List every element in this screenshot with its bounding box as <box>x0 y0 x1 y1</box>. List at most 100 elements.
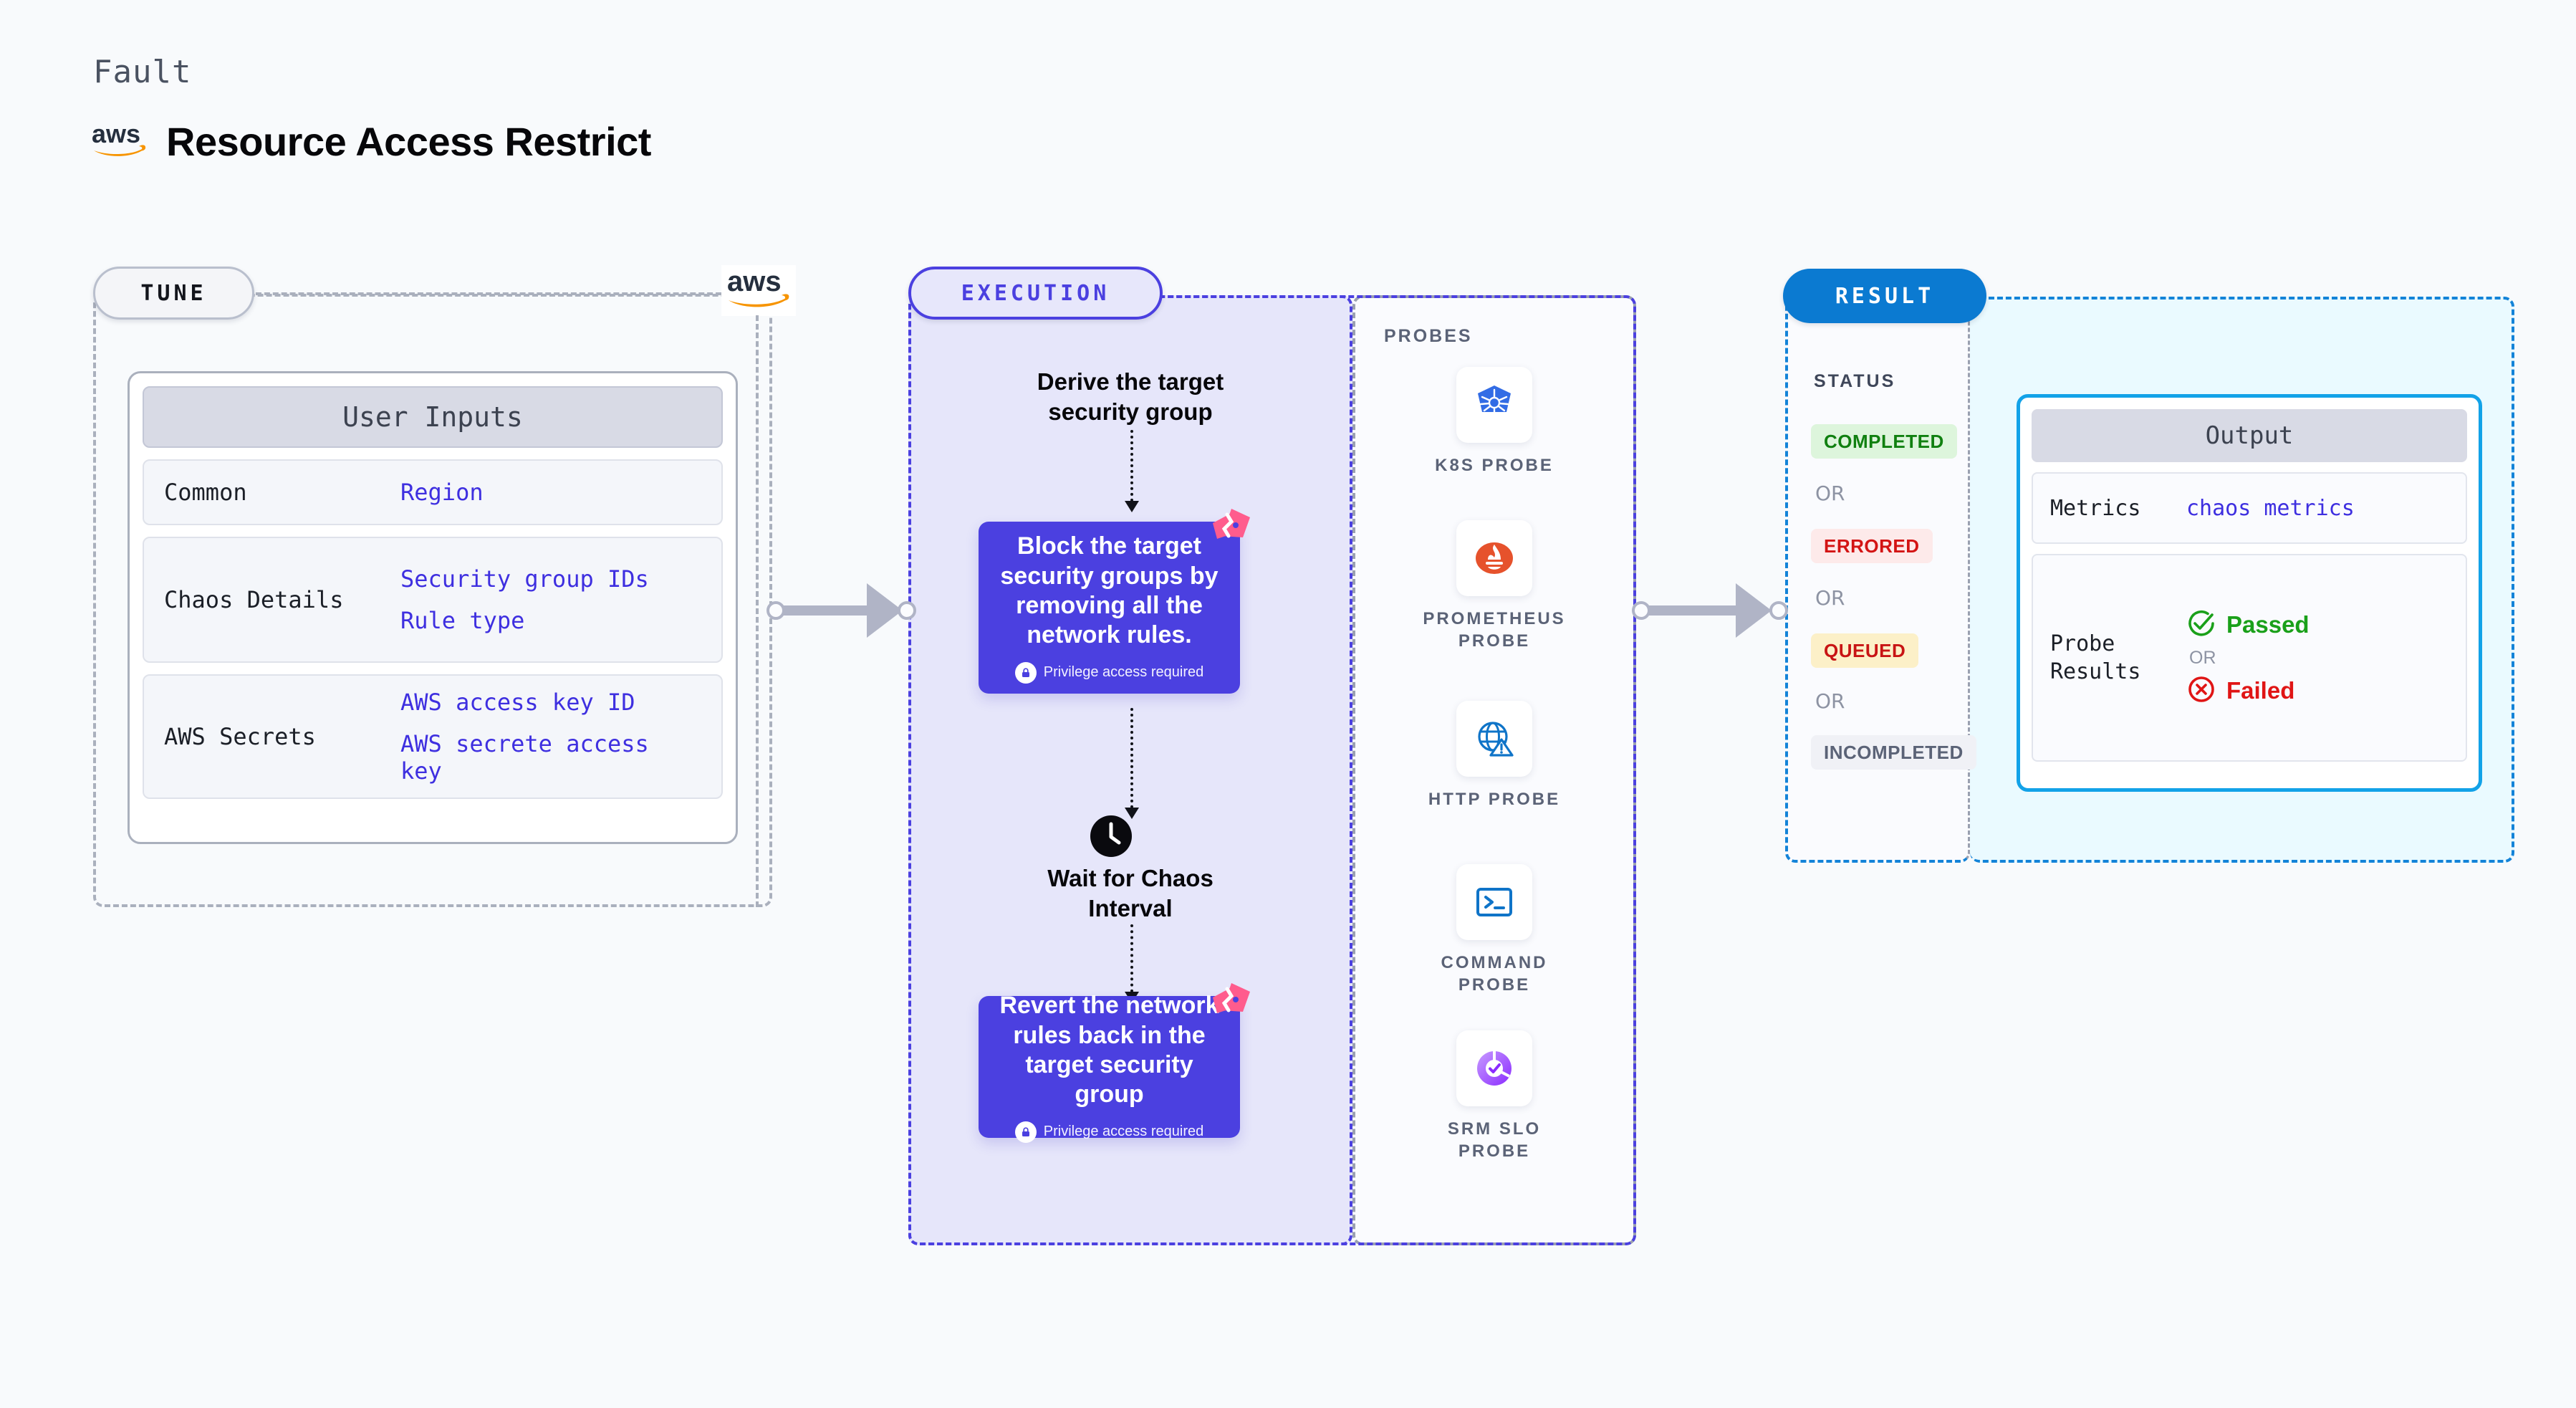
connector-end-dot <box>898 601 916 620</box>
probe-label: COMMAND PROBE <box>1441 953 1548 995</box>
privilege-text: Privilege access required <box>1043 664 1204 681</box>
connector-tune-to-execution <box>766 580 917 641</box>
check-circle-icon <box>2186 608 2216 642</box>
probe-tile <box>1456 864 1532 940</box>
tune-value[interactable]: AWS secrete access key <box>400 730 649 785</box>
tune-row-values: Security group IDs Rule type <box>400 565 649 634</box>
probe-result-failed: Failed <box>2186 674 2310 708</box>
status-or-1: OR <box>1815 482 1845 505</box>
flow-arrow-2 <box>1125 708 1139 819</box>
tune-badge[interactable]: TUNE <box>93 267 254 320</box>
page-title-row: aws Resource Access Restrict <box>92 118 651 165</box>
tune-value[interactable]: Rule type <box>400 607 525 634</box>
tune-value[interactable]: Security group IDs <box>400 565 649 593</box>
probes-label: PROBES <box>1384 326 1473 346</box>
svg-text:aws: aws <box>92 121 140 148</box>
terminal-icon <box>1476 888 1512 916</box>
probe-tile <box>1456 520 1532 596</box>
probe-label: SRM SLO PROBE <box>1447 1119 1542 1162</box>
privilege-text: Privilege access required <box>1043 1124 1204 1140</box>
status-or-2: OR <box>1815 586 1845 610</box>
execution-card-revert-network-rules[interactable]: Revert the network rules back in the tar… <box>979 983 1250 1143</box>
output-row-value[interactable]: chaos metrics <box>2186 495 2355 521</box>
output-row-label: Metrics <box>2050 495 2141 521</box>
passed-label: Passed <box>2226 611 2310 638</box>
tune-row-values: AWS access key ID AWS secrete access key <box>400 689 701 785</box>
tune-row-common[interactable]: Common Region <box>143 459 723 525</box>
flow-arrow-1 <box>1125 430 1139 512</box>
status-or-3: OR <box>1815 689 1845 713</box>
tune-value[interactable]: AWS access key ID <box>400 689 635 716</box>
http-globe-icon <box>1478 722 1514 757</box>
connector-end-dot <box>1769 601 1788 620</box>
output-row-metrics[interactable]: Metrics chaos metrics <box>2032 472 2467 544</box>
probe-item-prometheus[interactable]: PROMETHEUS PROBE <box>1387 520 1602 652</box>
probe-tile <box>1456 701 1532 777</box>
tune-row-label: Common <box>164 479 247 506</box>
result-badge[interactable]: RESULT <box>1783 269 1986 323</box>
harness-logo-icon <box>1210 507 1251 551</box>
aws-logo-icon: aws <box>92 119 148 162</box>
connector-arrowhead <box>1736 583 1772 638</box>
execution-card-title: Revert the network rules back in the tar… <box>999 992 1219 1108</box>
probe-item-command[interactable]: COMMAND PROBE <box>1387 864 1602 996</box>
tune-value[interactable]: Region <box>400 479 484 506</box>
execution-card-privilege-note: Privilege access required <box>1014 1121 1204 1143</box>
tune-row-aws-secrets[interactable]: AWS Secrets AWS access key ID AWS secret… <box>143 674 723 799</box>
execution-card-privilege-note: Privilege access required <box>1014 661 1204 684</box>
clock-icon <box>1090 815 1132 861</box>
probe-item-srm-slo[interactable]: SRM SLO PROBE <box>1387 1030 1602 1162</box>
tune-panel <box>93 294 772 907</box>
execution-wait-label: Wait for Chaos Interval <box>1047 865 1213 922</box>
tune-row-chaos-details[interactable]: Chaos Details Security group IDs Rule ty… <box>143 537 723 663</box>
tune-aws-logo-icon: aws <box>721 265 796 316</box>
tune-row-values: Region <box>400 479 484 506</box>
cross-circle-icon <box>2186 674 2216 708</box>
output-card: Output Metrics chaos metrics Probe Resul… <box>2017 394 2482 792</box>
execution-step-derive-label: Derive the target security group <box>1037 368 1224 426</box>
probe-tile <box>1456 1030 1532 1106</box>
probe-label: PROMETHEUS PROBE <box>1423 609 1566 651</box>
status-badge-incompleted: INCOMPLETED <box>1811 735 1976 770</box>
harness-logo-icon <box>1210 982 1251 1025</box>
page-kicker: Fault <box>93 54 192 90</box>
tune-right-divider <box>756 315 759 907</box>
output-card-title: Output <box>2032 409 2467 462</box>
output-row-label: Probe Results <box>2050 631 2141 684</box>
execution-card-title: Block the target security groups by remo… <box>1000 532 1219 649</box>
connector-line <box>775 605 883 616</box>
connector-line <box>1640 605 1751 616</box>
probe-label: K8S PROBE <box>1435 456 1554 475</box>
probe-item-k8s[interactable]: K8S PROBE <box>1387 367 1602 476</box>
failed-label: Failed <box>2226 677 2295 704</box>
srm-slo-icon <box>1477 1051 1512 1086</box>
tune-badge-connector <box>256 292 721 295</box>
status-badge-completed: COMPLETED <box>1811 424 1957 459</box>
user-inputs-title: User Inputs <box>143 386 723 448</box>
probe-tile <box>1456 367 1532 443</box>
lock-icon <box>1014 1121 1037 1143</box>
prometheus-icon <box>1476 542 1513 574</box>
probe-item-http[interactable]: HTTP PROBE <box>1387 701 1602 810</box>
page-title: Resource Access Restrict <box>166 119 651 164</box>
connector-start-dot <box>1632 601 1650 620</box>
connector-start-dot <box>766 601 785 620</box>
execution-card-block-security-groups[interactable]: Block the target security groups by remo… <box>979 509 1250 694</box>
execution-badge[interactable]: EXECUTION <box>908 267 1163 320</box>
tune-row-label: Chaos Details <box>164 586 344 613</box>
user-inputs-card: User Inputs Common Region Chaos Details … <box>128 371 738 844</box>
probe-result-values: Passed OR Failed <box>2186 608 2310 708</box>
connector-execution-to-result <box>1632 580 1789 641</box>
output-row-probe-results[interactable]: Probe Results Passed OR <box>2032 554 2467 762</box>
kubernetes-icon <box>1478 385 1511 417</box>
svg-text:aws: aws <box>727 267 782 297</box>
probe-result-or: OR <box>2189 647 2216 668</box>
status-badge-errored: ERRORED <box>1811 529 1933 563</box>
lock-icon <box>1014 661 1037 684</box>
tune-row-label: AWS Secrets <box>164 723 316 750</box>
connector-arrowhead <box>867 583 903 638</box>
probe-label: HTTP PROBE <box>1428 790 1561 809</box>
probe-result-passed: Passed <box>2186 608 2310 642</box>
status-badge-queued: QUEUED <box>1811 633 1919 668</box>
